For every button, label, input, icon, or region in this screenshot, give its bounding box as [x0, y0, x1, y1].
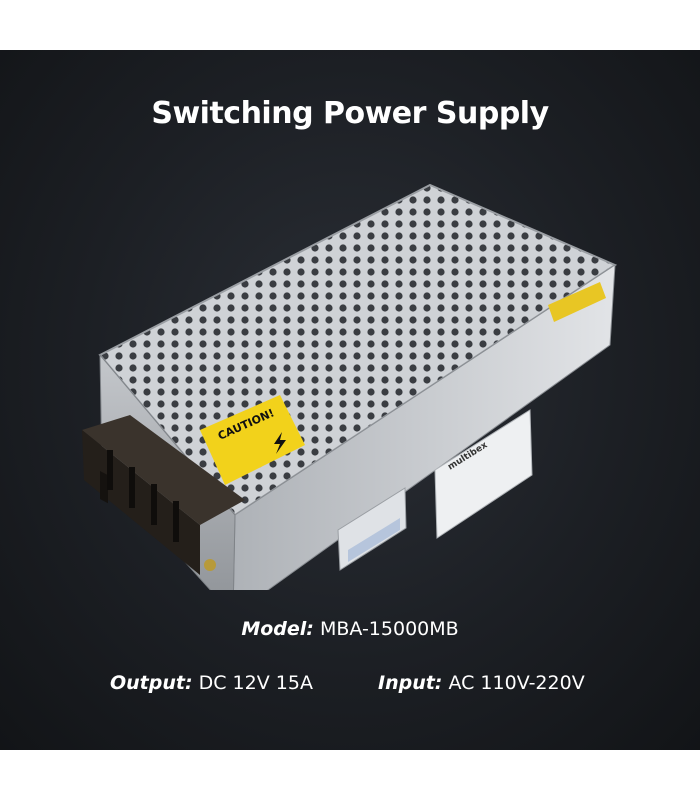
model-label: Model:	[241, 618, 314, 640]
output-label: Output:	[110, 672, 193, 694]
lightning-icon	[274, 432, 286, 454]
input-spec: Input: AC 110V-220V	[378, 672, 585, 694]
output-value: DC 12V 15A	[198, 672, 313, 694]
terminal-block	[82, 415, 245, 575]
model-value: MBA-15000MB	[319, 618, 459, 640]
input-value: AC 110V-220V	[448, 672, 585, 694]
corner-sticker	[548, 282, 606, 322]
product-panel: Switching Power Supply	[0, 50, 700, 750]
model-spec: Model: MBA-15000MB	[0, 618, 700, 640]
page-title: Switching Power Supply	[151, 96, 549, 131]
screw-icon	[204, 559, 216, 571]
power-supply-image: CAUTION! multibex	[82, 183, 618, 590]
input-label: Input:	[378, 672, 443, 694]
output-spec: Output: DC 12V 15A	[110, 672, 313, 694]
